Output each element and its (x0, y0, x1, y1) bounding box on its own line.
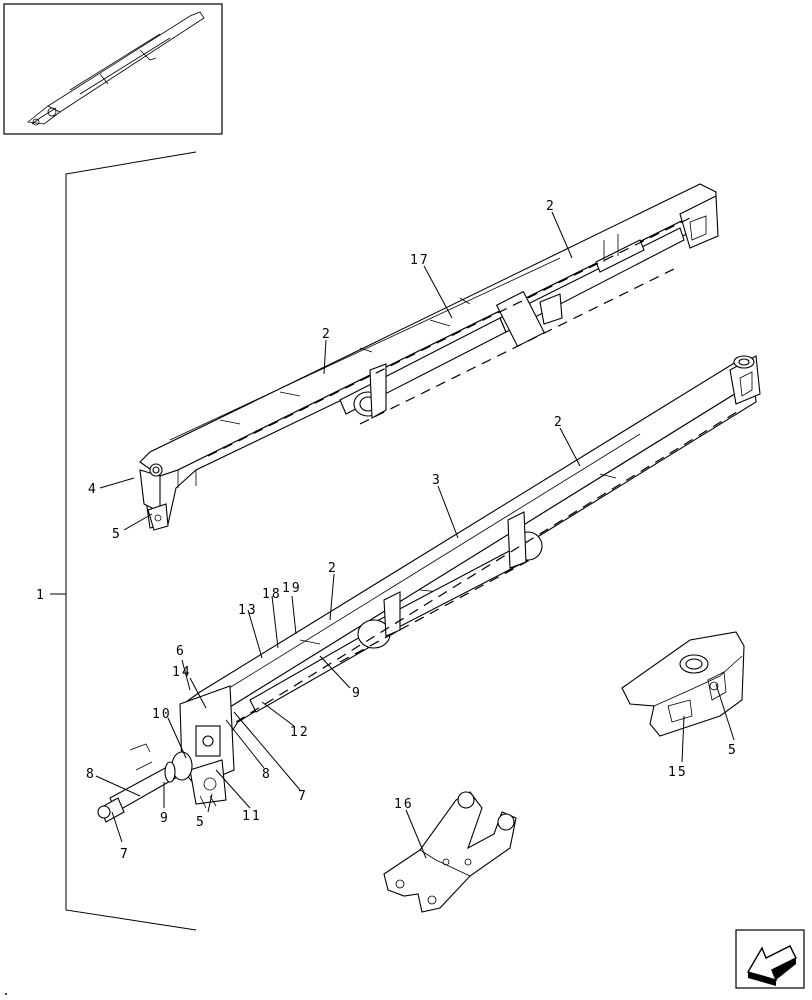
assembly-bracket (50, 151, 197, 931)
callout-8: 8 (86, 767, 96, 782)
callout-8: 8 (262, 767, 272, 782)
callout-2: 2 (322, 327, 332, 342)
callout-10: 10 (152, 707, 172, 722)
callout-14: 14 (172, 665, 192, 680)
boom-assembly-thumbnail-icon (27, 11, 205, 126)
callout-9: 9 (160, 811, 170, 826)
callout-assembly: 1 (36, 588, 46, 603)
callout-11: 11 (242, 809, 262, 824)
callout-7: 7 (120, 847, 130, 862)
callout-2: 2 (328, 561, 338, 576)
callout-6: 6 (176, 644, 186, 659)
lower-boom-section (97, 355, 761, 823)
callout-13: 13 (238, 603, 258, 618)
callout-2: 2 (546, 199, 556, 214)
callout-5: 5 (112, 527, 122, 542)
next-page-arrow-icon[interactable] (735, 929, 805, 989)
callout-16: 16 (394, 797, 414, 812)
leader-lines (95, 211, 735, 859)
part-15-bracket (621, 631, 745, 737)
callout-18: 18 (262, 587, 282, 602)
callout-7: 7 (298, 789, 308, 804)
callout-5: 5 (196, 815, 206, 830)
callout-4: 4 (88, 482, 98, 497)
callout-17: 17 (410, 253, 430, 268)
callout-5: 5 (728, 743, 738, 758)
corner-dot (5, 993, 7, 995)
callout-15: 15 (668, 765, 688, 780)
callout-9: 9 (352, 686, 362, 701)
callout-2: 2 (554, 415, 564, 430)
callout-labels: 2 17 2 4 5 2 3 2 19 18 13 6 14 9 12 10 8… (86, 199, 738, 862)
thumbnail-view[interactable] (3, 3, 223, 135)
callout-3: 3 (432, 473, 442, 488)
callout-19: 19 (282, 581, 302, 596)
part-16-yoke (383, 791, 517, 913)
callout-12: 12 (290, 725, 310, 740)
